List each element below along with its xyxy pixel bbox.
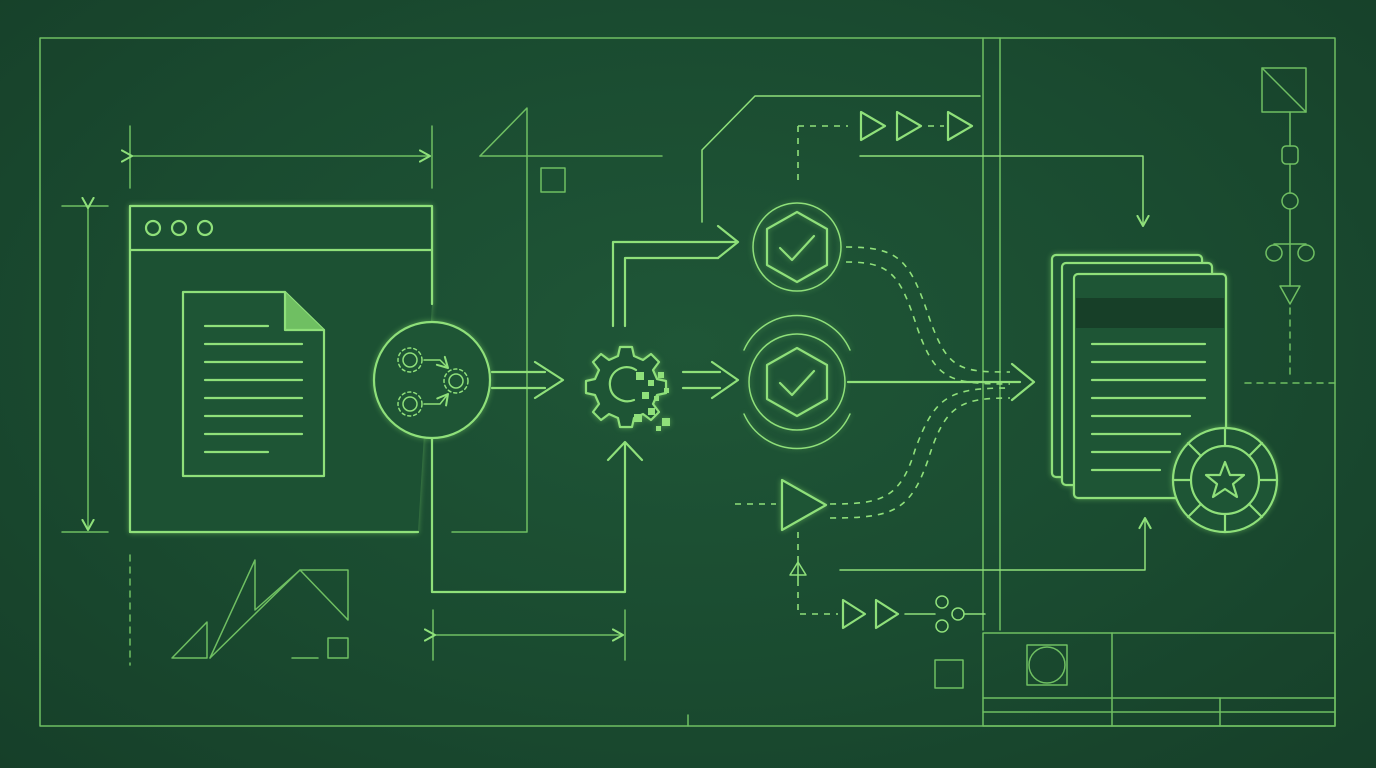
shield-check-icon (765, 210, 829, 284)
branch-icon (904, 595, 986, 633)
play-arrow (874, 598, 900, 630)
flow-connectors (430, 95, 1152, 594)
arrowhead (716, 224, 740, 260)
arrowhead (606, 440, 644, 462)
drafting-symbol-icon (1026, 644, 1068, 686)
validation-mid-node (743, 314, 851, 450)
small-square-3 (934, 659, 964, 689)
set-square-top (451, 107, 528, 533)
gears-icon (397, 347, 469, 417)
source-to-transform-line (430, 436, 627, 594)
small-square (540, 167, 566, 193)
title-block-frame (982, 632, 1336, 727)
arrowhead (533, 360, 565, 400)
transform-to-top-line (611, 240, 737, 328)
play-arrow (895, 110, 923, 142)
dashed-paths (735, 125, 1011, 615)
window-dot (196, 219, 214, 237)
drafting-triangles (171, 107, 964, 689)
source-document-node (128, 204, 434, 534)
transform-node (584, 345, 670, 431)
arrowhead (1010, 362, 1036, 402)
up-arrow (789, 561, 807, 576)
gear-pixel-icon (584, 345, 668, 429)
title-block (982, 632, 1336, 727)
shield-check-icon (765, 346, 829, 418)
play-arrow (841, 598, 867, 630)
schematic-legend (1244, 67, 1336, 384)
small-square-2 (327, 637, 349, 659)
play-arrow (859, 110, 887, 142)
window-dot (170, 219, 188, 237)
validation-ring (752, 202, 842, 292)
hub-circle (372, 320, 492, 440)
play-arrow (946, 110, 974, 142)
top-dashed-path (845, 246, 1011, 373)
filter-stage-node (780, 478, 828, 532)
processing-hub-node (372, 320, 492, 440)
upper-bypass-line (701, 95, 981, 223)
star-seal-icon (1171, 426, 1279, 534)
blueprint-frame (39, 37, 1336, 727)
signal-arrows (789, 110, 986, 633)
pixel-dissolve (634, 372, 670, 431)
play-triangle-icon (780, 478, 828, 532)
document-icon (181, 290, 326, 478)
validation-top-node (752, 202, 842, 292)
dimension-lines (61, 125, 626, 666)
arrowhead (710, 360, 740, 400)
certification-seal-node (1171, 426, 1279, 534)
window-dot (144, 219, 162, 237)
bottom-dashed-path (829, 387, 1011, 505)
triangle-small (171, 621, 208, 659)
